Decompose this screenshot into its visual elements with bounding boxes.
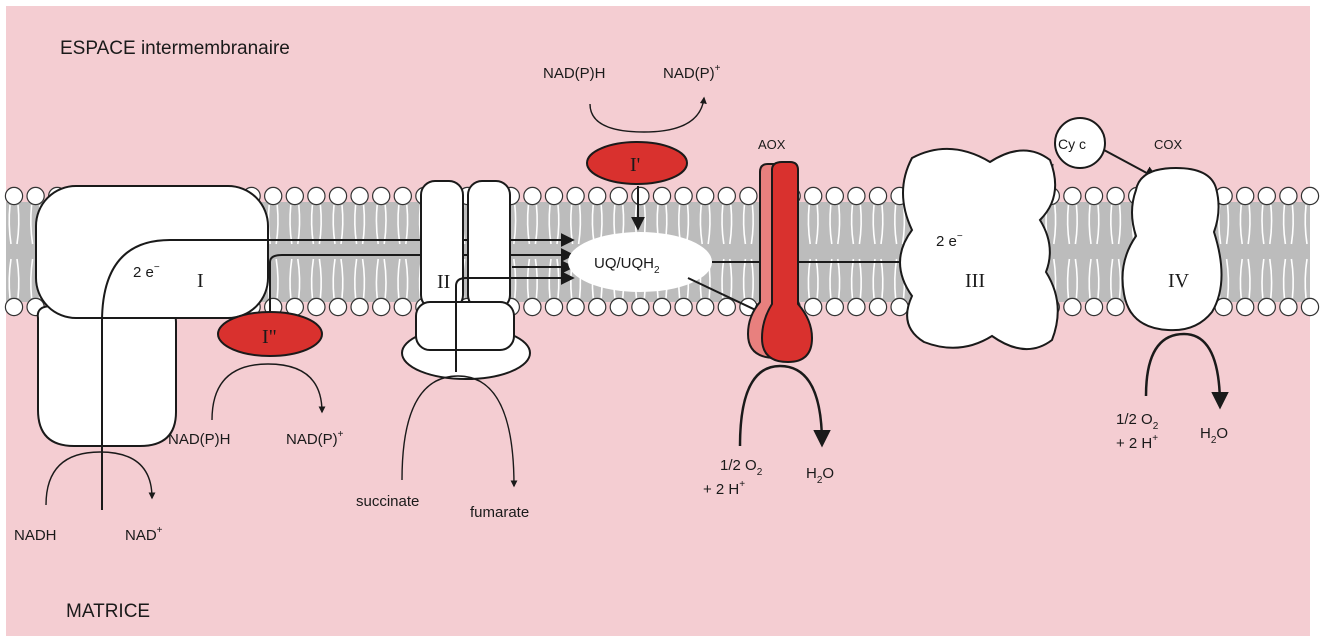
nadh-label: NADH bbox=[14, 527, 57, 544]
lipid-head bbox=[1301, 187, 1318, 204]
nadp-plus-ims-label: NAD(P)+ bbox=[663, 63, 721, 82]
lipid-head bbox=[1064, 298, 1081, 315]
lipid-head bbox=[589, 187, 606, 204]
lipid-head bbox=[805, 298, 822, 315]
lipid-head bbox=[351, 187, 368, 204]
lipid-head bbox=[653, 187, 670, 204]
lipid-head bbox=[524, 187, 541, 204]
lipid-head bbox=[1258, 298, 1275, 315]
succinate-label: succinate bbox=[356, 493, 419, 510]
lipid-head bbox=[675, 187, 692, 204]
complex-II-label: II bbox=[437, 271, 450, 293]
complex-III bbox=[900, 149, 1058, 349]
complex-I-membrane-arm bbox=[36, 186, 268, 318]
lipid-head bbox=[394, 187, 411, 204]
cox-protons-label: + 2 H+ bbox=[1116, 433, 1158, 452]
complex-I-double-prime-label: I" bbox=[262, 326, 277, 348]
lipid-head bbox=[1280, 187, 1297, 204]
lipid-head bbox=[1258, 187, 1275, 204]
lipid-head bbox=[1085, 187, 1102, 204]
lipid-head bbox=[567, 187, 584, 204]
lipid-head bbox=[826, 298, 843, 315]
lipid-head bbox=[610, 298, 627, 315]
lipid-head bbox=[697, 187, 714, 204]
lipid-head bbox=[1085, 298, 1102, 315]
lipid-head bbox=[632, 187, 649, 204]
lipid-head bbox=[869, 187, 886, 204]
lipid-head bbox=[1301, 298, 1318, 315]
lipid-head bbox=[718, 187, 735, 204]
lipid-head bbox=[848, 298, 865, 315]
lipid-head bbox=[308, 298, 325, 315]
lipid-head bbox=[1107, 298, 1124, 315]
lipid-head bbox=[610, 187, 627, 204]
lipid-head bbox=[848, 187, 865, 204]
complex-IV bbox=[1123, 168, 1222, 330]
lipid-head bbox=[265, 187, 282, 204]
lipid-head bbox=[286, 187, 303, 204]
lipid-head bbox=[1280, 298, 1297, 315]
lipid-head bbox=[5, 187, 22, 204]
lipid-head bbox=[27, 187, 44, 204]
lipid-head bbox=[1237, 298, 1254, 315]
lipid-head bbox=[1237, 187, 1254, 204]
lipid-head bbox=[869, 298, 886, 315]
intermembrane-space-label: ESPACE intermembranaire bbox=[60, 38, 290, 59]
lipid-head bbox=[740, 187, 757, 204]
lipid-head bbox=[675, 298, 692, 315]
cytochrome-c-label: Cy c bbox=[1058, 136, 1086, 152]
lipid-head bbox=[632, 298, 649, 315]
cox-label: COX bbox=[1154, 137, 1183, 152]
lipid-head bbox=[891, 298, 908, 315]
lipid-head bbox=[589, 298, 606, 315]
lipid-head bbox=[524, 298, 541, 315]
lipid-head bbox=[545, 187, 562, 204]
complex-IV-label: IV bbox=[1168, 270, 1190, 292]
lipid-head bbox=[329, 298, 346, 315]
complex-III-label: III bbox=[965, 270, 985, 292]
aox-label: AOX bbox=[758, 137, 786, 152]
complex-I-prime-label: I' bbox=[630, 154, 640, 176]
complex-II-head bbox=[416, 302, 514, 350]
background-panel bbox=[6, 6, 1310, 636]
lipid-head bbox=[567, 298, 584, 315]
lipid-head bbox=[5, 298, 22, 315]
lipid-head bbox=[329, 187, 346, 204]
lipid-head bbox=[1107, 187, 1124, 204]
lipid-head bbox=[826, 187, 843, 204]
lipid-head bbox=[697, 298, 714, 315]
complex-II-subunit-right bbox=[468, 181, 510, 309]
lipid-head bbox=[805, 187, 822, 204]
nadph-matrix-label: NAD(P)H bbox=[168, 431, 231, 448]
lipid-head bbox=[545, 298, 562, 315]
aox-protons-label: + 2 H+ bbox=[703, 479, 745, 498]
matrix-label: MATRICE bbox=[66, 601, 150, 622]
nadph-ims-label: NAD(P)H bbox=[543, 65, 606, 82]
lipid-head bbox=[394, 298, 411, 315]
complex-I-label: I bbox=[197, 270, 204, 292]
lipid-head bbox=[351, 298, 368, 315]
lipid-head bbox=[373, 298, 390, 315]
lipid-head bbox=[308, 187, 325, 204]
lipid-head bbox=[1064, 187, 1081, 204]
complex-I-matrix-arm bbox=[38, 306, 176, 446]
lipid-head bbox=[718, 298, 735, 315]
lipid-head bbox=[653, 298, 670, 315]
lipid-head bbox=[373, 187, 390, 204]
fumarate-label: fumarate bbox=[470, 504, 529, 521]
nadp-plus-matrix-label: NAD(P)+ bbox=[286, 429, 344, 448]
